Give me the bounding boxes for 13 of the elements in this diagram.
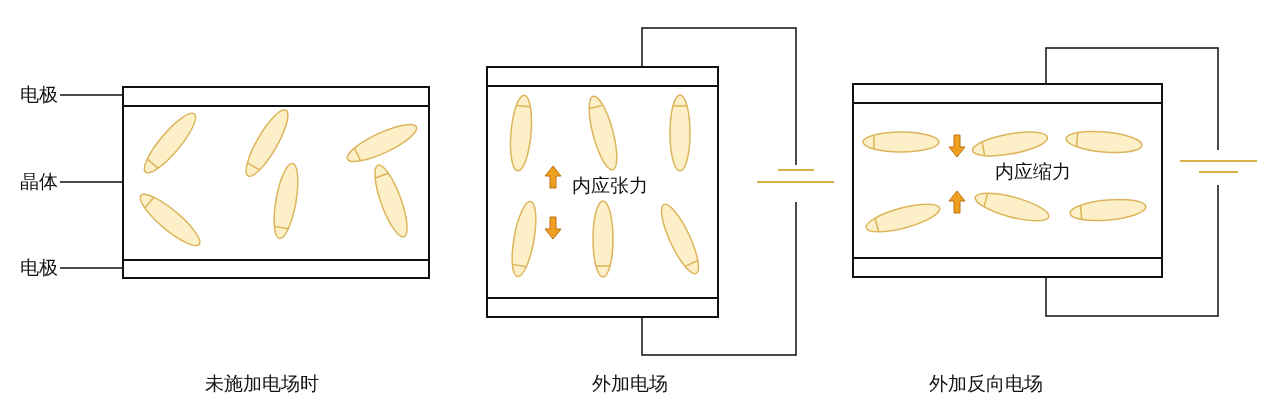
leader-line [59,94,123,96]
caption: 未施加电场时 [205,371,319,396]
part-label: 晶体 [20,169,58,195]
part-label: 电极 [20,82,58,108]
caption: 外加电场 [592,371,668,396]
part-label: 电极 [20,255,58,281]
leader-line [59,267,123,269]
electrode-plate [122,259,430,279]
leader-line [59,181,123,183]
caption: 外加反向电场 [929,371,1043,396]
stress-label: 内应张力 [572,173,648,198]
electrode-plate [122,86,430,107]
stress-label: 内应缩力 [995,159,1071,184]
